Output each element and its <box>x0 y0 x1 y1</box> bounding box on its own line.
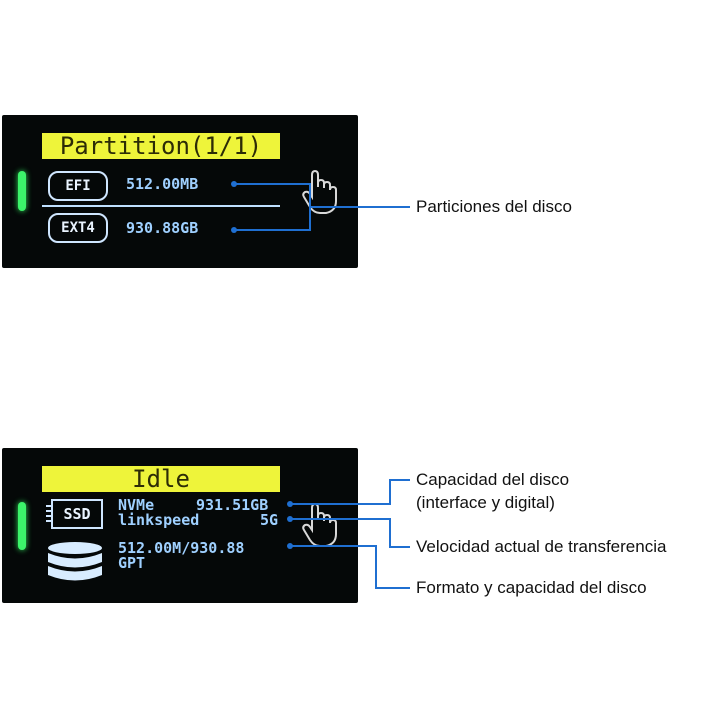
capacity-callout-sublabel: (interface y digital) <box>416 493 555 512</box>
capacity-callout-line <box>290 479 410 505</box>
interface-label: NVMe <box>118 496 155 514</box>
speed-callout-label: Velocidad actual de transferencia <box>416 537 667 556</box>
partition-size-ext4: 930.88GB <box>126 219 199 237</box>
partition-divider <box>42 205 280 207</box>
status-led <box>18 502 26 550</box>
partition-title: Partition(1/1) <box>42 133 280 159</box>
callout-dot <box>231 181 237 187</box>
hand-pointer-icon <box>302 169 337 214</box>
used-total-capacity: 512.00M/930.88 <box>118 539 245 557</box>
digital-capacity: 931.51GB <box>196 496 269 514</box>
callout-dot <box>231 227 237 233</box>
linkspeed-value: 5G <box>260 511 279 529</box>
disk-stack-icon <box>48 542 102 581</box>
speed-callout-line <box>290 518 410 548</box>
linkspeed-label: linkspeed <box>118 511 200 529</box>
partition-bracket-line <box>234 183 311 231</box>
oled-screen-partition: Partition(1/1) EFI 512.00MB EXT4 930.88G… <box>2 115 358 268</box>
partition-badge-efi: EFI <box>48 171 108 201</box>
ssd-chip-icon: SSD <box>46 498 104 530</box>
partition-badge-ext4: EXT4 <box>48 213 108 243</box>
callout-dot <box>287 543 293 549</box>
partition-format: GPT <box>118 554 146 572</box>
oled-screen-idle: Idle SSD NVMe 931.51GB linkspeed 5G 512.… <box>2 448 358 603</box>
format-callout-label: Formato y capacidad del disco <box>416 578 647 597</box>
idle-title: Idle <box>42 466 280 492</box>
status-led <box>18 171 26 211</box>
callout-dot <box>287 516 293 522</box>
format-callout-line <box>290 545 410 589</box>
callout-dot <box>287 501 293 507</box>
partition-size-efi: 512.00MB <box>126 175 199 193</box>
partition-callout-label: Particiones del disco <box>416 197 572 216</box>
capacity-callout-label: Capacidad del disco <box>416 470 570 489</box>
ssd-label: SSD <box>63 505 91 523</box>
